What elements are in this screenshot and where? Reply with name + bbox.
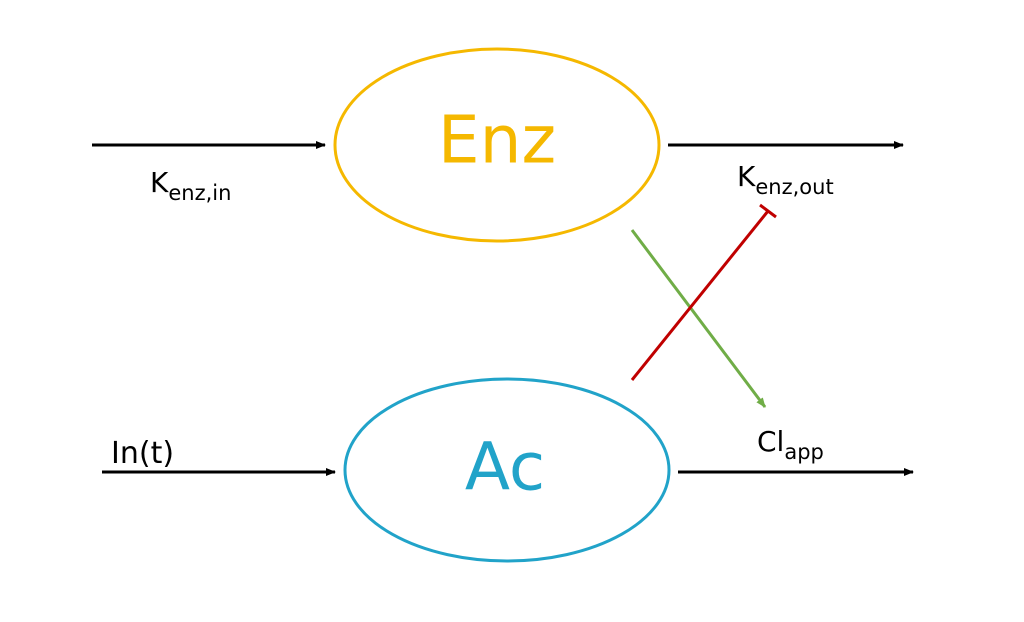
- ac-output-label-sub: app: [784, 440, 824, 464]
- enz-input-label-sub: enz,in: [168, 181, 231, 205]
- inhibition-bar: [759, 203, 777, 219]
- enz-input-label-main: K: [150, 166, 169, 199]
- ac-node-label: Ac: [465, 429, 545, 506]
- enz-output-label-main: K: [737, 160, 756, 193]
- ac-output-label: Clapp: [757, 425, 824, 464]
- enz-node: [333, 47, 661, 243]
- ac-input-label: In(t): [111, 436, 174, 471]
- activation-arrow: [630, 229, 767, 408]
- enz-output-label-sub: enz,out: [755, 175, 833, 199]
- enz-node-label: Enz: [438, 102, 556, 179]
- enz-input-label: Kenz,in: [150, 166, 231, 205]
- inhibition-line: [630, 210, 770, 381]
- ac-node: [343, 377, 671, 563]
- enz-output-label: Kenz,out: [737, 160, 834, 199]
- ac-output-label-main: Cl: [757, 425, 784, 458]
